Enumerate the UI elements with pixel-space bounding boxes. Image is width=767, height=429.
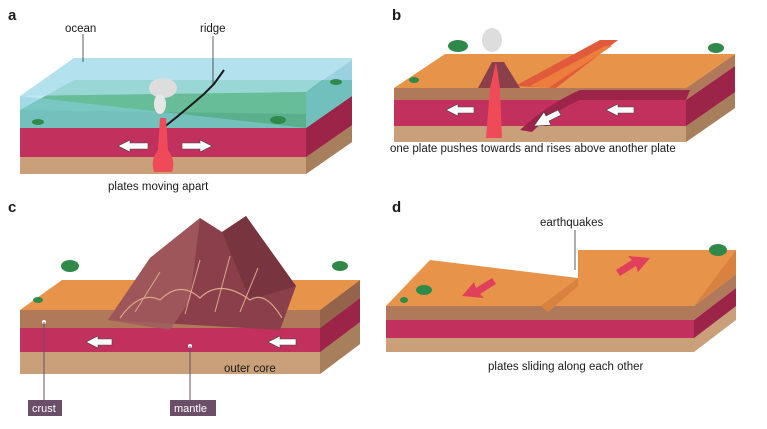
panel-a-caption: plates moving apart (108, 181, 209, 193)
panel-d-caption: plates sliding along each other (488, 361, 644, 373)
panel-c-arrow-left (85, 335, 113, 349)
panel-a-magma-plume (152, 118, 174, 172)
panel-b-arrow-right (605, 103, 635, 117)
panel-d-arrow-left (462, 278, 496, 298)
panel-b-uplifted-plate (515, 40, 618, 88)
panel-a-ridge-label: ridge (200, 23, 226, 35)
panel-b-steam (482, 28, 502, 52)
panel-b-caption: one plate pushes towards and rises above… (390, 143, 676, 155)
panel-a-steam (149, 78, 177, 98)
panel-b-subducting-plate (520, 90, 690, 132)
panel-c-arrow-right (267, 335, 297, 349)
panel-c-crust-label: crust (32, 403, 56, 415)
panel-a-core-layer (20, 125, 352, 174)
panel-c-mantle-tag (170, 400, 216, 416)
panel-b-core-layer (394, 92, 735, 142)
panel-d-letter: d (392, 199, 401, 216)
panel-c-letter: c (8, 199, 16, 216)
panel-d-earthquakes-label: earthquakes (540, 217, 604, 229)
panel-b-volcano (478, 62, 520, 88)
panel-a-letter: a (8, 7, 17, 24)
panel-a: a ocean ridge plates moving apar (8, 7, 352, 193)
panel-a-arrow-right (181, 139, 213, 153)
panel-b-arrow-down (533, 109, 562, 127)
panel-c: c outer core crust mantle (8, 199, 360, 416)
panel-d-right-plate (540, 250, 736, 306)
panel-d-mantle-layer (540, 288, 736, 338)
panel-a-mantle-layer (20, 96, 352, 157)
panel-d-fault (540, 278, 578, 312)
panel-b: b one plate pushes towards and rises abo… (390, 7, 735, 155)
panel-b-arrow-left (445, 103, 475, 117)
panel-c-outer-core-label: outer core (224, 363, 276, 375)
panel-b-magma (486, 62, 502, 138)
panel-a-ocean-label: ocean (65, 23, 96, 35)
panel-a-arrow-left (117, 139, 149, 153)
panel-c-crust-tag (28, 400, 62, 416)
panel-b-letter: b (392, 7, 401, 24)
panel-a-ridge-crack (162, 69, 225, 129)
panel-c-core-layer (20, 322, 360, 374)
panel-c-mantle-label: mantle (174, 403, 207, 415)
panel-d-left-plate (386, 260, 578, 306)
panel-b-mantle-layer (394, 66, 735, 126)
panel-a-ocean (20, 60, 352, 128)
panel-d-arrow-right (616, 256, 650, 276)
panel-d: d earthquakes plates sliding along each … (386, 199, 736, 373)
